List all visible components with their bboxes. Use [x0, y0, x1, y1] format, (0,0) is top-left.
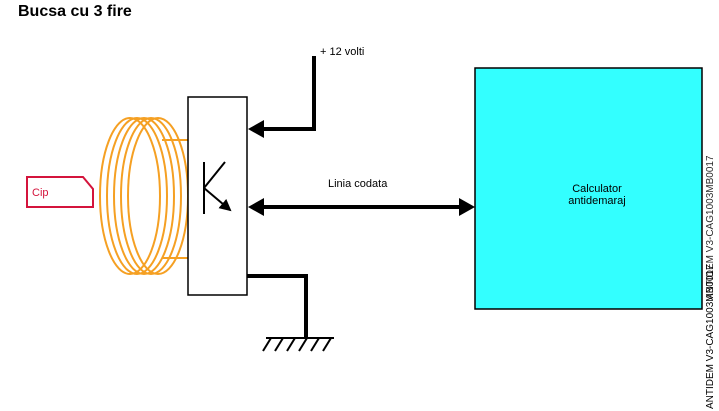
- chip-transponder: Cip: [26, 176, 94, 208]
- coded-link-line: [248, 198, 475, 216]
- supply-line: [248, 56, 316, 138]
- reference-code-overprint: ANTIDEM V3-CAG1003MB0017: [705, 155, 716, 300]
- ground-symbol-icon: [247, 274, 334, 352]
- reader-module: [187, 96, 248, 296]
- ecu-label-line1: Calculator: [572, 183, 622, 195]
- arrow-head-left-icon: [248, 198, 264, 216]
- chip-label: Cip: [32, 187, 49, 199]
- arrow-head-right-icon: [459, 198, 475, 216]
- link-label: Linia codata: [328, 178, 388, 190]
- coil-antenna: [99, 117, 189, 275]
- supply-label: + 12 volti: [320, 46, 364, 58]
- arrow-head-icon: [248, 120, 264, 138]
- reference-code: ANTIDEM V3-CAG1003MB0017: [705, 264, 716, 409]
- ecu-box: [474, 67, 703, 310]
- ecu-label-line2: antidemaraj: [568, 195, 625, 207]
- diagram-title: Bucsa cu 3 fire: [18, 3, 132, 20]
- transistor-symbol-icon: [203, 161, 232, 214]
